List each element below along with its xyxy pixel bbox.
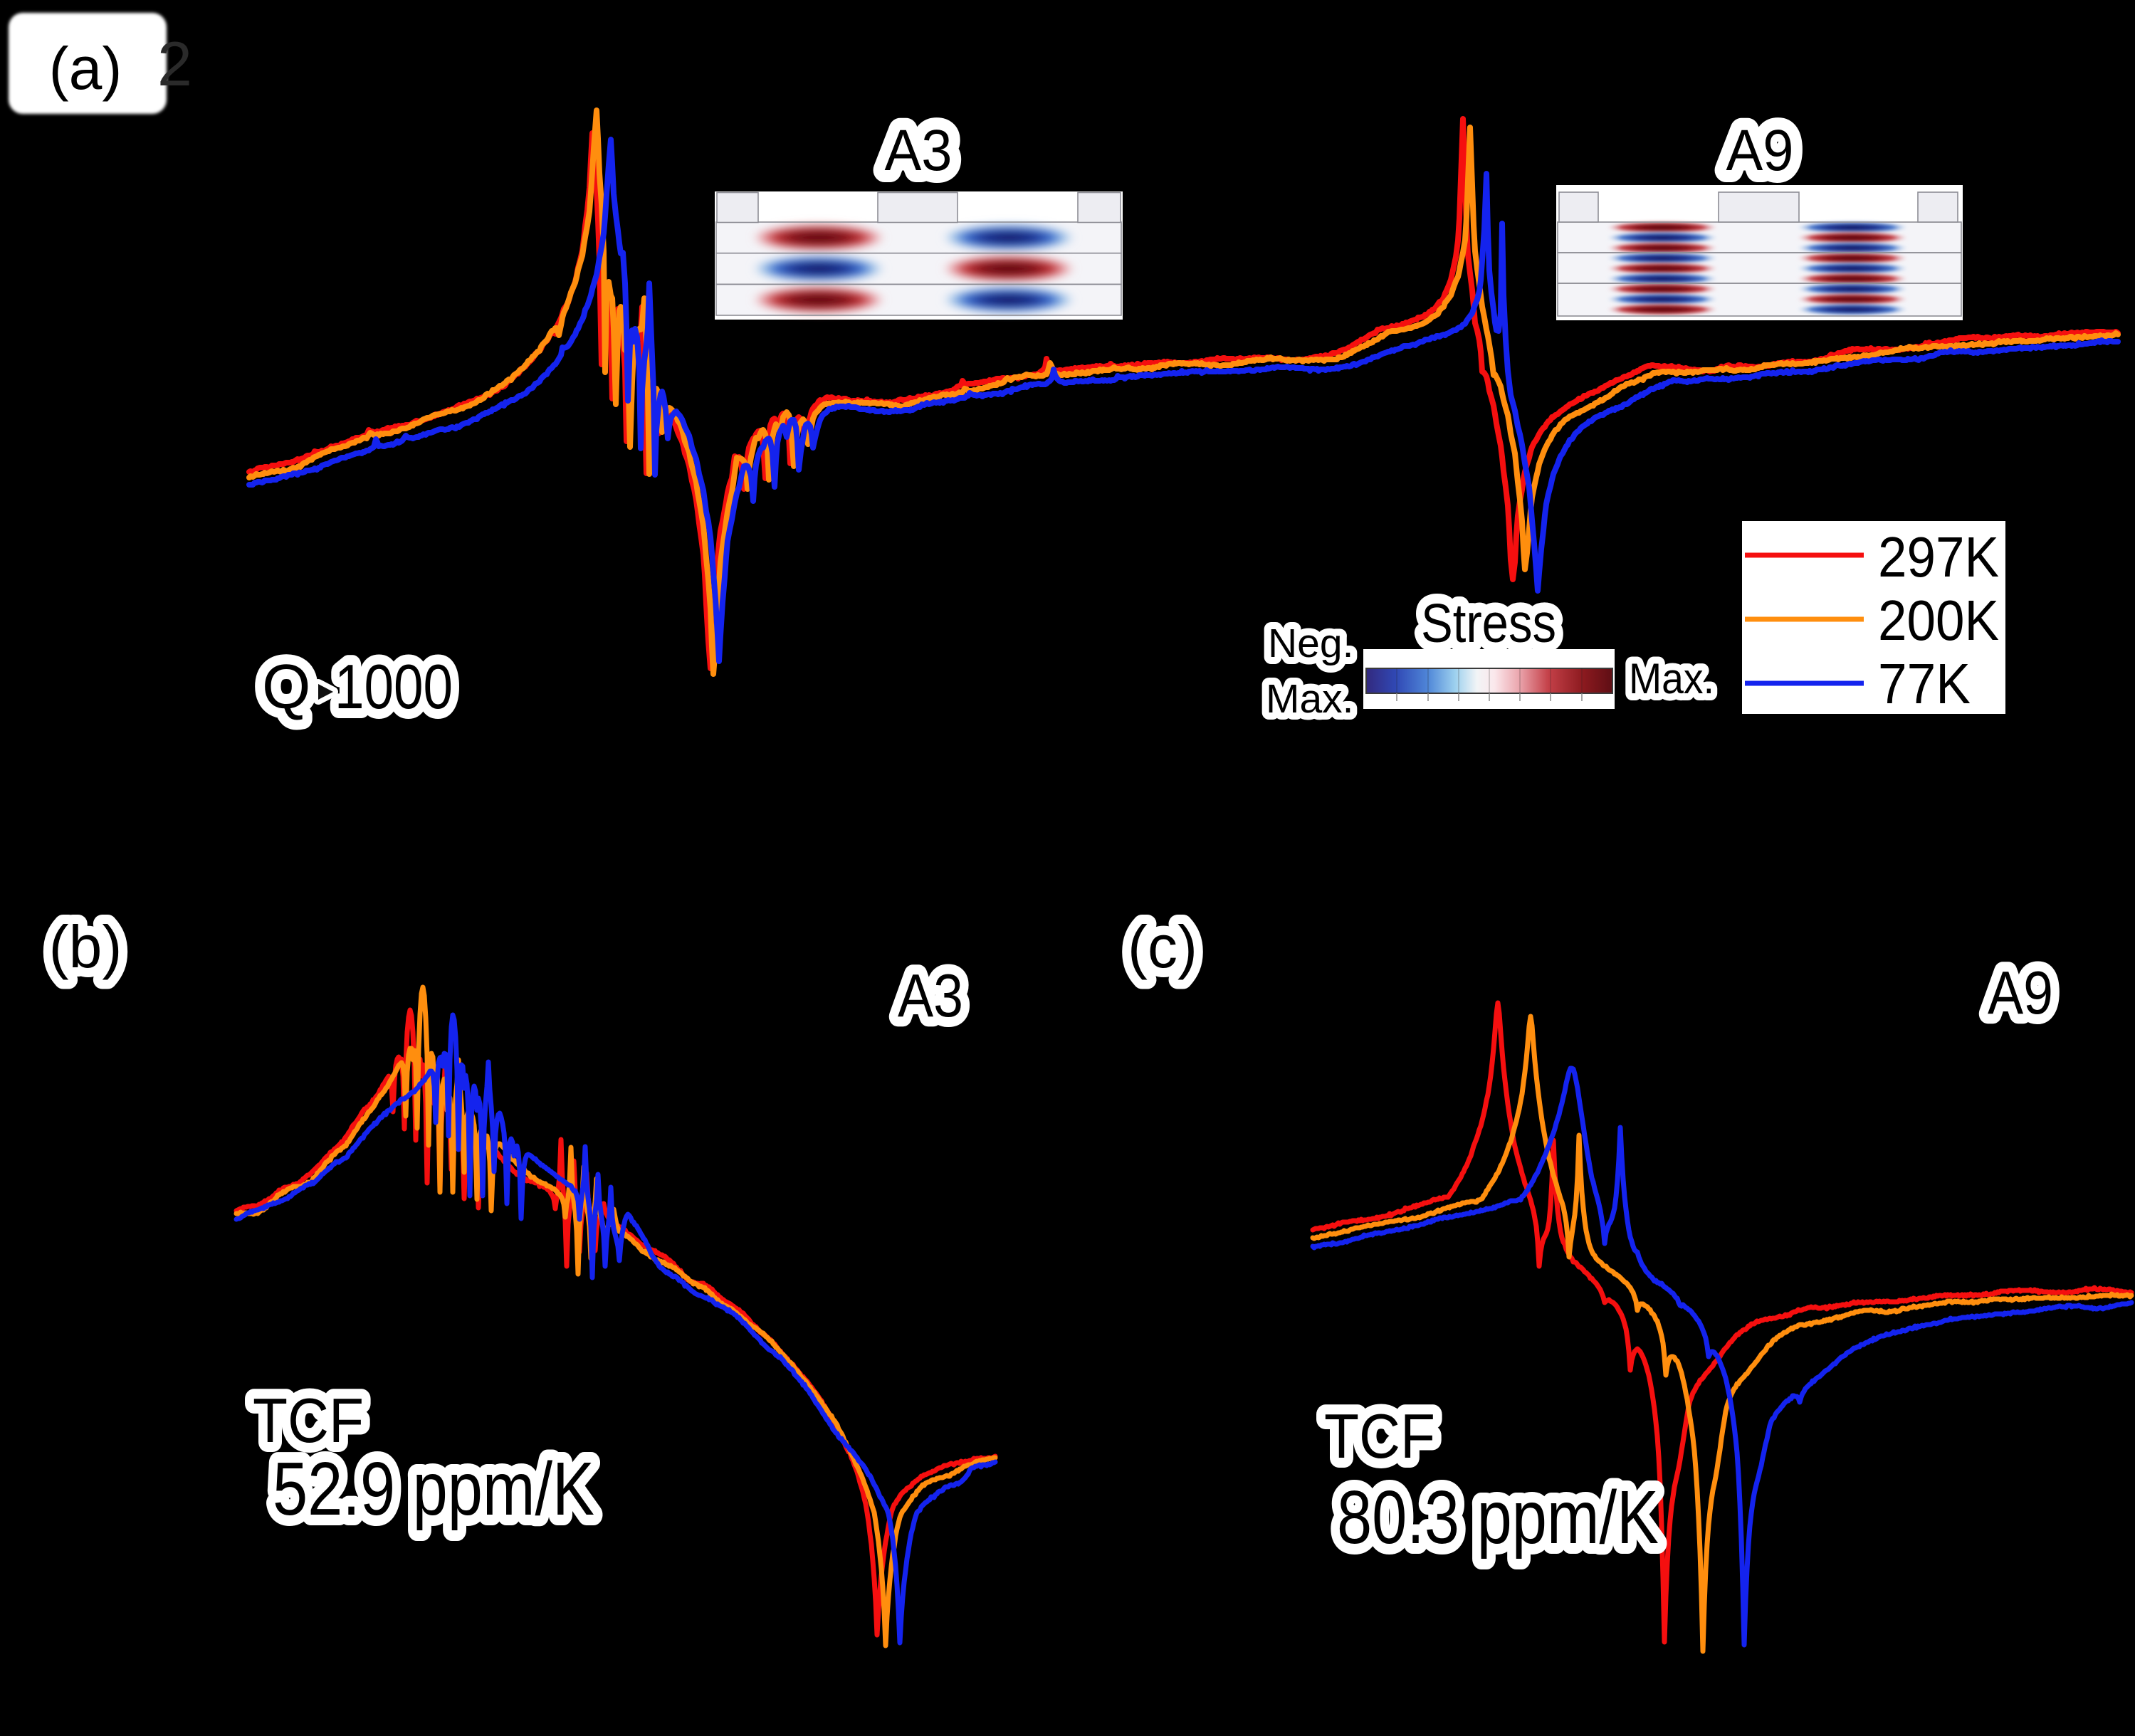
svg-text:297K: 297K [1878,525,1999,589]
svg-text:52.9 ppm/K: 52.9 ppm/K [273,1447,594,1531]
svg-text:Q: Q [262,651,310,722]
svg-text:Neg.: Neg. [1268,621,1353,666]
svg-text:(a): (a) [49,35,122,102]
svg-text:(b): (b) [49,913,122,980]
svg-text:TCF: TCF [253,1385,364,1456]
svg-text:2: 2 [157,28,192,99]
svg-text:(c): (c) [1128,913,1197,980]
svg-text:A3: A3 [898,962,963,1030]
svg-text:80.3 ppm/K: 80.3 ppm/K [1337,1475,1659,1559]
svg-text:TCF: TCF [1324,1401,1435,1471]
svg-text:Stress: Stress [1421,593,1556,654]
svg-text:A9: A9 [1726,118,1794,183]
svg-text:200K: 200K [1878,589,1999,652]
svg-text:A3: A3 [885,118,953,183]
svg-text:Max.: Max. [1266,676,1354,722]
svg-text:Max.: Max. [1629,655,1714,703]
svg-text:1000: 1000 [335,651,453,722]
svg-text:A9: A9 [1988,959,2053,1027]
svg-text:77K: 77K [1878,652,1971,715]
